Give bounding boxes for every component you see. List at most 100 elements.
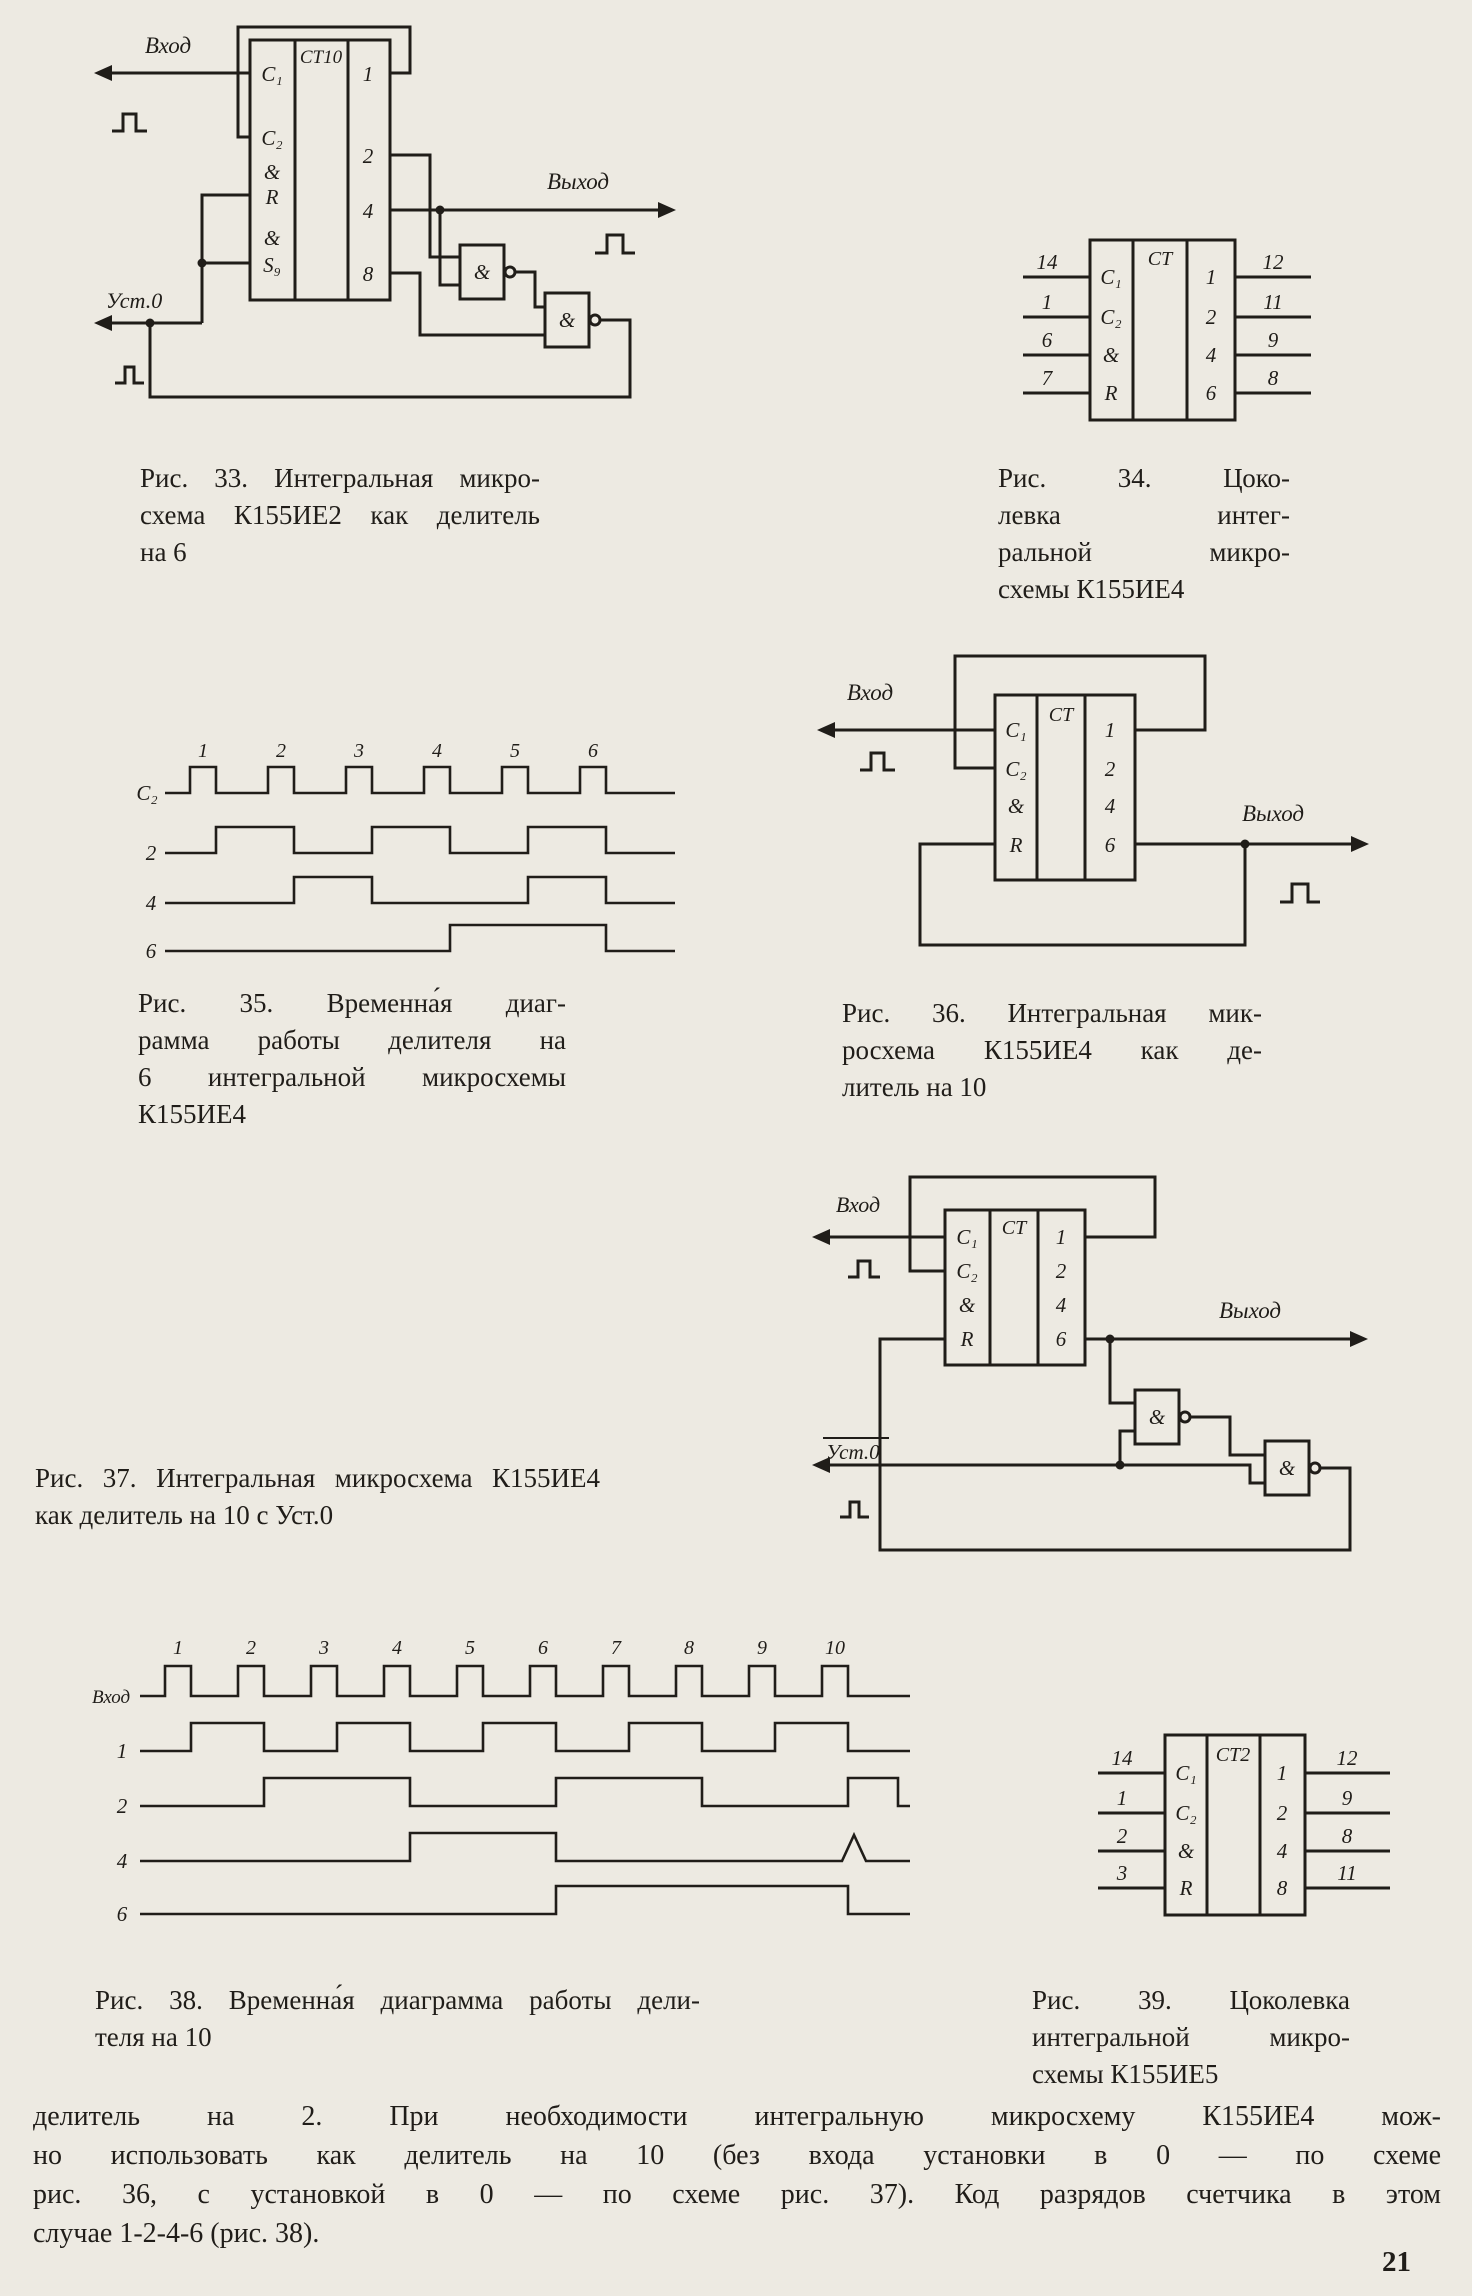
figure-35-caption: Рис. 35. Временна́я диаг- рамма работы д… xyxy=(138,985,566,1133)
row-label: 4 xyxy=(117,1849,128,1873)
pulse-symbol xyxy=(595,233,635,255)
pin-label: 4 xyxy=(1206,343,1217,367)
waveform-6 xyxy=(165,923,675,953)
fig39-svg: СТ2 C₁ C₂ & R 1 2 4 8 14 1 2 3 12 9 8 11 xyxy=(1098,1733,1390,1917)
figure-35-timing: С₂ 2 4 6 1 2 3 4 5 6 xyxy=(135,733,715,978)
caption-line: на 6 xyxy=(140,537,187,567)
pin-label: R xyxy=(265,185,279,209)
figure-34-pinout: СТ C₁ C₂ & R 1 2 4 6 14 1 6 7 12 11 9 8 xyxy=(1015,225,1395,445)
caption-line: левка интег- xyxy=(998,500,1290,530)
pin-label: C₁ xyxy=(261,62,282,86)
pin-label: C₂ xyxy=(1100,305,1121,329)
caption-line: ральной микро- xyxy=(998,537,1290,567)
pulse-symbol xyxy=(1280,882,1320,904)
waveform-2 xyxy=(165,825,675,855)
pin-label: & xyxy=(264,160,281,184)
pulse-number: 4 xyxy=(392,1637,402,1659)
fig37-texts: Вход СТ C₁ C₂ & R 1 2 4 6 Выход Уст.0 & … xyxy=(826,1192,1296,1480)
fig38-texts: Вход 1 2 4 6 1 2 3 4 5 6 7 8 9 10 xyxy=(92,1637,845,1926)
pin-label: 8 xyxy=(363,262,374,286)
waveform-2 xyxy=(140,1776,910,1808)
pin-label: C₂ xyxy=(1175,1801,1196,1825)
inversion-circle xyxy=(1178,1410,1192,1424)
pin-label: C₁ xyxy=(1175,1761,1196,1785)
caption-line: К155ИЕ4 xyxy=(138,1099,246,1129)
pin-label: 1 xyxy=(1206,265,1217,289)
chip-body xyxy=(1163,1733,1307,1917)
inversion-circle xyxy=(503,265,517,279)
output-label: Выход xyxy=(1219,1298,1281,1323)
figure-38-timing: Вход 1 2 4 6 1 2 3 4 5 6 7 8 9 10 xyxy=(90,1626,970,1931)
pulse-number: 5 xyxy=(510,740,520,762)
reset-label: Уст.0 xyxy=(826,1440,880,1464)
caption-line: схема К155ИЕ2 как делитель xyxy=(140,500,540,530)
fig38-svg: Вход 1 2 4 6 1 2 3 4 5 6 7 8 9 10 xyxy=(92,1637,910,1926)
pin-label: R xyxy=(1009,833,1023,857)
pulse-number: 2 xyxy=(246,1637,256,1659)
caption-line: Рис. 39. Цоколевка xyxy=(1032,1985,1350,2015)
input-arrow xyxy=(812,1229,830,1245)
pin-label: 1 xyxy=(363,62,374,86)
row-label: Вход xyxy=(92,1687,130,1708)
pin-number: 1 xyxy=(1117,1786,1128,1810)
caption-line: рамма работы делителя на xyxy=(138,1025,566,1055)
chip-body xyxy=(993,693,1137,882)
fig34-texts: СТ C₁ C₂ & R 1 2 4 6 14 1 6 7 12 11 9 8 xyxy=(1037,248,1285,405)
fig35-waveforms xyxy=(165,765,675,953)
row-label: 2 xyxy=(117,1794,128,1818)
output-label: Выход xyxy=(1242,801,1304,826)
pin-number: 11 xyxy=(1263,290,1282,314)
pulse-number: 6 xyxy=(538,1637,548,1659)
fig34-svg: СТ C₁ C₂ & R 1 2 4 6 14 1 6 7 12 11 9 8 xyxy=(1023,238,1311,422)
waveform-4 xyxy=(165,875,675,905)
pin-label: & xyxy=(959,1293,976,1317)
caption-line: схемы К155ИЕ4 xyxy=(998,574,1185,604)
pin-number: 9 xyxy=(1268,328,1279,352)
pin-label: 2 xyxy=(1056,1259,1067,1283)
pulse-number: 3 xyxy=(353,740,364,762)
waveform-6 xyxy=(140,1884,910,1916)
input-label: Вход xyxy=(836,1192,880,1217)
caption-line: Рис. 35. Временна́я диаг- xyxy=(138,988,566,1018)
row-label: С₂ xyxy=(136,781,157,805)
pin-label: R xyxy=(1104,381,1118,405)
figure-34-caption: Рис. 34. Цоко- левка интег- ральной микр… xyxy=(998,460,1290,608)
chip-body xyxy=(943,1208,1087,1367)
pin-number: 6 xyxy=(1042,328,1053,352)
input-label: Вход xyxy=(145,33,191,58)
pulse-symbol xyxy=(860,751,895,772)
and-gate-symbol: & xyxy=(1149,1405,1166,1429)
waveform-clock xyxy=(165,765,675,795)
caption-line: литель на 10 xyxy=(842,1072,987,1102)
pulse-number: 1 xyxy=(198,740,208,762)
figure-39-caption: Рис. 39. Цоколевка интегральной микро- с… xyxy=(1032,1982,1350,2093)
and-gate-symbol: & xyxy=(474,260,491,284)
pulse-number: 1 xyxy=(173,1637,183,1659)
fig33-svg: Вход СТ10 C₁ C₂ & R & S₉ 1 2 4 8 Выход У… xyxy=(94,25,676,399)
reset-arrow xyxy=(94,315,112,331)
inversion-circle xyxy=(1308,1461,1322,1475)
chip-title: СТ xyxy=(1049,704,1075,726)
pin-label: C₂ xyxy=(956,1259,977,1283)
pin-label: 4 xyxy=(1056,1293,1067,1317)
row-label: 1 xyxy=(117,1739,128,1763)
fig37-arrows-junctions xyxy=(812,1229,1368,1473)
fig35-texts: С₂ 2 4 6 1 2 3 4 5 6 xyxy=(136,740,598,963)
chip-title: СТ xyxy=(1002,1217,1028,1239)
body-line: делитель на 2. При необходимости интегра… xyxy=(33,2101,1441,2132)
reset-label: Уст.0 xyxy=(106,288,162,313)
caption-line: Рис. 34. Цоко- xyxy=(998,463,1290,493)
figure-37-caption: Рис. 37. Интегральная микросхема К155ИЕ4… xyxy=(35,1460,600,1534)
caption-line: росхема К155ИЕ4 как де- xyxy=(842,1035,1262,1065)
pin-number: 14 xyxy=(1037,250,1059,274)
pulse-number: 5 xyxy=(465,1637,475,1659)
fig33-arrows-junctions xyxy=(94,65,676,331)
pin-label: & xyxy=(1178,1839,1195,1863)
input-label: Вход xyxy=(847,680,893,705)
chip-title: СТ2 xyxy=(1216,1744,1250,1766)
row-label: 4 xyxy=(146,891,157,915)
body-paragraph: делитель на 2. При необходимости интегра… xyxy=(33,2097,1441,2253)
output-arrow xyxy=(1350,1331,1368,1347)
pulse-number: 10 xyxy=(825,1637,845,1659)
row-label: 6 xyxy=(146,939,157,963)
